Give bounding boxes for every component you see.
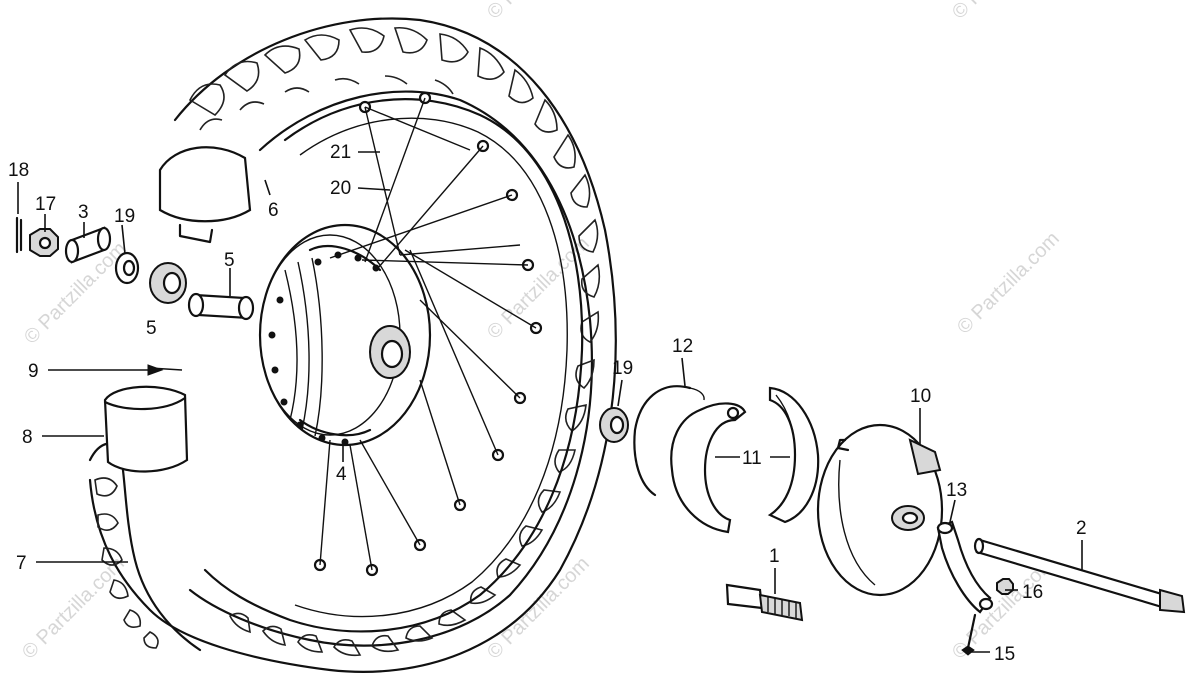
callout-9: 9 bbox=[28, 361, 39, 382]
callout-15: 15 bbox=[994, 644, 1015, 665]
callout-6: 6 bbox=[268, 200, 279, 221]
tube-8 bbox=[103, 385, 189, 473]
spokes bbox=[319, 97, 537, 571]
valve-1 bbox=[725, 583, 804, 622]
cotter-pin-18 bbox=[15, 216, 23, 254]
bearing-19 bbox=[599, 407, 629, 443]
hub bbox=[258, 223, 432, 447]
brake-shoe-11-left bbox=[670, 402, 747, 534]
brake-panel-10 bbox=[816, 423, 944, 597]
brake-spring-12 bbox=[633, 385, 705, 497]
callout-7: 7 bbox=[16, 553, 27, 574]
callout-1: 1 bbox=[769, 546, 780, 567]
brake-shoe-11-right bbox=[767, 386, 820, 524]
callout-13: 13 bbox=[946, 480, 967, 501]
callout-18: 18 bbox=[8, 160, 29, 181]
callout-4: 4 bbox=[336, 464, 347, 485]
spoke-nipples bbox=[313, 91, 543, 577]
leader-lines bbox=[17, 151, 1083, 653]
watermark: © Partzilla.com bbox=[948, 0, 1059, 24]
callout-16: 16 bbox=[1022, 582, 1043, 603]
callout-12: 12 bbox=[672, 336, 693, 357]
brake-arm-13 bbox=[936, 520, 994, 614]
callout-17: 17 bbox=[35, 194, 56, 215]
callout-2: 2 bbox=[1076, 518, 1087, 539]
bearing-5 bbox=[149, 262, 187, 304]
callout-3: 3 bbox=[78, 202, 89, 223]
callout-labels: 18 17 3 19 5 5 6 21 20 4 9 8 7 19 12 11 … bbox=[8, 142, 1087, 665]
rim-band-6 bbox=[158, 146, 252, 244]
distance-collar bbox=[187, 292, 255, 321]
nut-16 bbox=[996, 578, 1014, 595]
watermark: © Partzilla.com bbox=[483, 553, 594, 664]
callout-19-right: 19 bbox=[612, 358, 633, 379]
watermark: © Partzilla.com bbox=[18, 553, 129, 664]
tire bbox=[88, 17, 617, 673]
callout-10: 10 bbox=[910, 386, 931, 407]
callout-5-bottom: 5 bbox=[146, 318, 157, 339]
callout-21: 21 bbox=[330, 142, 351, 163]
oil-seal-19 bbox=[114, 251, 140, 285]
callout-5-top: 5 bbox=[224, 250, 235, 271]
callout-19-left: 19 bbox=[114, 206, 135, 227]
axle-2 bbox=[973, 537, 1186, 614]
callout-20: 20 bbox=[330, 178, 351, 199]
bolt-15 bbox=[961, 613, 977, 656]
watermark: © Partzilla.com bbox=[483, 0, 594, 24]
spacer-3 bbox=[64, 226, 112, 264]
axle-nut-17 bbox=[29, 228, 59, 257]
callout-8: 8 bbox=[22, 427, 33, 448]
callout-11: 11 bbox=[742, 448, 762, 469]
watermark: © Partzilla.com bbox=[953, 228, 1064, 339]
